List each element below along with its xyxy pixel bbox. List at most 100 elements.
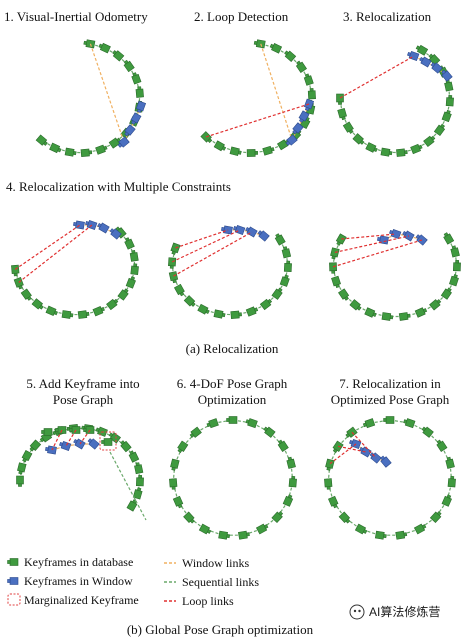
legend-window-label: Keyframes in Window (24, 574, 133, 588)
database-keyframe (253, 38, 266, 49)
panel-relocalization-multiple-a (11, 219, 140, 320)
legend-loop-link-label: Loop links (182, 594, 234, 608)
database-keyframe (35, 134, 49, 148)
panel-visual-inertial-odometry (35, 38, 146, 158)
panel-title-3: 3. Relocalization (343, 9, 432, 24)
loop-link (339, 55, 415, 99)
database-keyframe (383, 416, 395, 424)
database-keyframe (331, 275, 342, 289)
loop-link (341, 233, 397, 240)
database-keyframe (362, 418, 376, 429)
database-keyframe (230, 310, 243, 319)
window-keyframe (220, 225, 233, 235)
database-keyframe (245, 305, 259, 317)
database-keyframe (420, 425, 434, 438)
database-keyframe (443, 79, 454, 92)
loop-link (173, 231, 253, 277)
database-keyframe (118, 439, 132, 453)
database-keyframe (111, 48, 125, 62)
watermark-logo-icon (349, 604, 365, 620)
database-keyframe (83, 38, 96, 49)
watermark: AI算法修炼营 (349, 604, 440, 620)
loop-link (79, 429, 91, 445)
database-keyframe (329, 247, 340, 260)
database-keyframe (398, 311, 411, 321)
database-keyframe (130, 71, 142, 85)
database-keyframe (31, 298, 45, 312)
watermark-text: AI算法修炼营 (369, 604, 440, 619)
panel-title-6-line2: Optimization (198, 392, 267, 407)
window-keyframe (44, 445, 57, 455)
caption-b: (b) Global Pose Graph optimization (127, 622, 314, 637)
marginalized-highlight (99, 431, 117, 451)
window-keyframe (86, 436, 100, 450)
window-keyframe (96, 221, 110, 234)
database-keyframe (92, 305, 106, 317)
database-keyframe (125, 275, 137, 289)
panel-relocalization-optimized (324, 416, 457, 541)
database-keyframe (282, 493, 295, 507)
window-keyframe (376, 235, 389, 245)
database-keyframe (80, 148, 93, 157)
database-keyframe (94, 425, 108, 437)
panel-relocalization-multiple-c (329, 228, 461, 322)
database-keyframe (205, 418, 219, 429)
panel-pose-graph-optimization (169, 416, 298, 541)
database-keyframe (329, 262, 338, 274)
database-keyframe (342, 121, 356, 135)
window-link (260, 43, 293, 141)
database-keyframe (447, 475, 457, 488)
database-keyframe (126, 498, 139, 512)
database-keyframe (444, 456, 455, 469)
database-keyframe (430, 509, 443, 523)
loop-link (334, 235, 410, 254)
database-keyframe (11, 264, 20, 277)
database-keyframe (336, 93, 344, 105)
database-keyframe (183, 511, 197, 525)
panel-title-5-line2: Pose Graph (53, 392, 114, 407)
legend-window-link-label: Window links (182, 556, 250, 570)
window-keyframe (256, 228, 270, 242)
database-keyframe (324, 458, 335, 472)
database-keyframe (169, 478, 178, 490)
database-keyframe (244, 417, 258, 429)
window-keyframe (58, 440, 72, 451)
panel-title-6: 6. 4-DoF Pose Graph (177, 376, 288, 391)
window-keyframe (232, 224, 246, 235)
database-keyframe (262, 145, 276, 156)
database-keyframe (41, 428, 53, 436)
database-keyframe (307, 87, 316, 100)
loop-link (65, 429, 77, 447)
sequential-link (109, 451, 147, 521)
database-keyframe (259, 297, 274, 310)
database-keyframe (97, 41, 111, 54)
database-keyframe (213, 140, 228, 153)
database-keyframe (365, 142, 379, 154)
database-keyframe (77, 310, 90, 319)
caption-a: (a) Relocalization (186, 341, 279, 356)
window-keyframe (84, 219, 98, 230)
database-keyframe (294, 59, 307, 73)
database-keyframe (324, 478, 333, 490)
database-keyframe (200, 131, 214, 145)
database-keyframe (61, 310, 74, 320)
loop-link (205, 103, 310, 138)
database-keyframe (135, 86, 144, 98)
database-keyframe (283, 260, 293, 272)
window-link (89, 43, 125, 143)
database-keyframe (117, 287, 131, 301)
legend-marginalized-label: Marginalized Keyframe (24, 593, 139, 607)
database-keyframe (229, 146, 243, 157)
database-keyframe (445, 94, 455, 107)
database-keyframe (16, 462, 27, 475)
legend: Keyframes in database Keyframes in Windo… (7, 555, 259, 608)
database-keyframe (414, 306, 428, 318)
database-keyframe (337, 108, 348, 121)
database-keyframe (174, 283, 186, 298)
marginalized-keyframe (101, 438, 113, 446)
database-keyframe (95, 143, 109, 155)
database-keyframe (175, 440, 189, 454)
panel-title-1: 1. Visual-Inertial Odometry (4, 9, 148, 24)
database-keyframe (213, 309, 226, 320)
